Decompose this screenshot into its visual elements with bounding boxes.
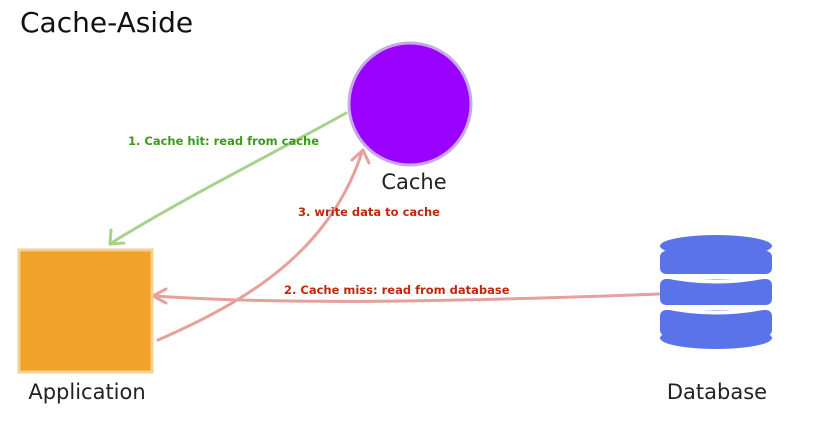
database-bottom [660, 327, 772, 349]
diagram-title: Cache-Aside [20, 6, 193, 39]
edge-write-cache-line [156, 150, 364, 342]
database-tier-1 [660, 251, 772, 274]
edge-cache-hit-line [111, 111, 348, 244]
application-label: Application [28, 380, 145, 404]
database-tier-2 [660, 279, 772, 305]
edge-write-cache: 3. write data to cache [156, 148, 440, 342]
database-label: Database [667, 380, 767, 404]
database-separator-2 [659, 304, 773, 315]
edge-write-cache-arrowhead [350, 148, 371, 165]
edge-cache-hit-arrowhead [108, 228, 126, 246]
cache-label: Cache [381, 170, 446, 194]
database-top [660, 235, 772, 257]
edge-write-cache-label: 3. write data to cache [298, 205, 440, 219]
edge-cache-hit: 1. Cache hit: read from cache [108, 111, 348, 246]
database-separator-1 [659, 273, 773, 284]
edge-cache-miss-line [153, 292, 661, 303]
cache-circle [347, 41, 473, 167]
node-cache: Cache [347, 41, 473, 194]
edge-cache-miss: 2. Cache miss: read from database [151, 283, 661, 305]
edge-cache-hit-label: 1. Cache hit: read from cache [128, 134, 319, 148]
application-box [17, 248, 154, 374]
node-application: Application [17, 248, 154, 404]
database-icon [659, 235, 773, 349]
node-database: Database [659, 235, 773, 404]
edge-cache-miss-label: 2. Cache miss: read from database [284, 283, 510, 297]
